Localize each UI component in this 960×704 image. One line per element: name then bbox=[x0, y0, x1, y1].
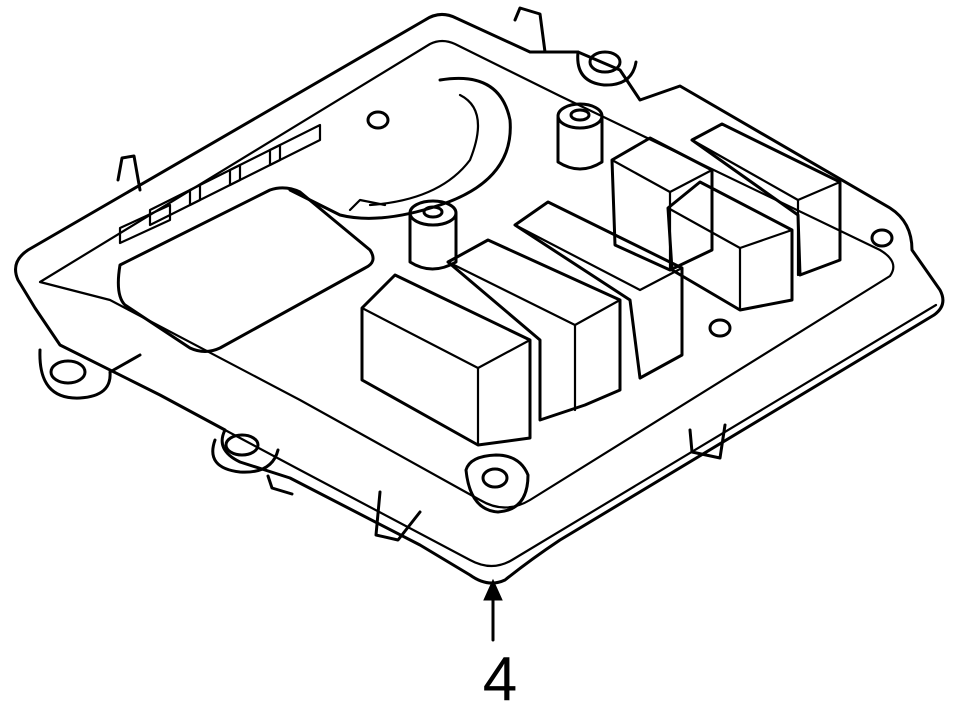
arrowhead bbox=[483, 578, 503, 601]
engine-control-module-icon bbox=[14, 6, 945, 585]
callout-number: 4 bbox=[483, 645, 517, 704]
callout-4: 4 bbox=[483, 578, 517, 704]
